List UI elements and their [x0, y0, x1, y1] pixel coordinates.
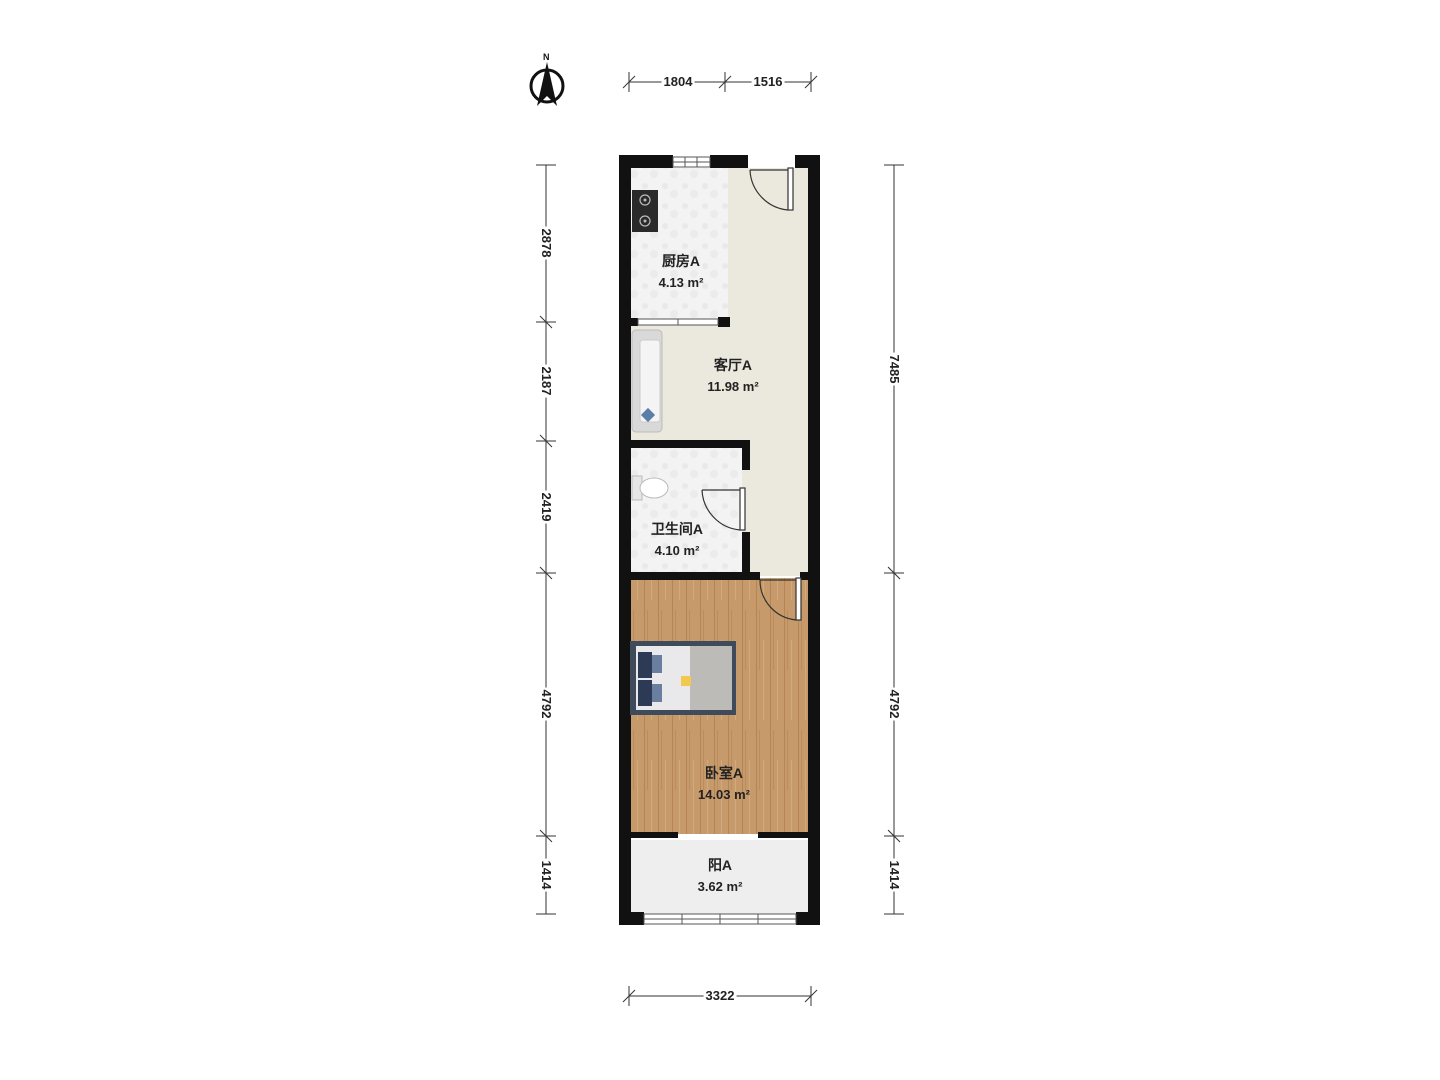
room-label-kitchen: 厨房A 4.13 m² [659, 251, 704, 290]
room-name: 卧室A [704, 765, 744, 781]
room-area: 14.03 m² [697, 787, 751, 802]
bathroom-floor [630, 446, 742, 572]
walls [619, 155, 820, 925]
room-area: 4.10 m² [654, 543, 700, 558]
sliding-door-kitchen [637, 318, 719, 326]
room-area: 11.98 m² [707, 379, 759, 394]
sofa-icon [631, 329, 663, 433]
dimension-left-3: 2419 [539, 490, 554, 524]
north-arrow-icon [529, 62, 565, 106]
dimension-left-4: 4792 [539, 687, 554, 721]
entry-door [749, 167, 794, 211]
window-north [672, 156, 711, 168]
room-area: 3.62 m² [697, 879, 743, 894]
room-name: 阳A [707, 857, 733, 873]
room-name: 客厅A [713, 357, 753, 373]
bed-icon [630, 641, 736, 715]
bathroom-door [701, 487, 746, 531]
bedroom-door [759, 577, 802, 621]
room-area: 4.13 m² [658, 275, 704, 290]
dimension-left-1: 2878 [539, 226, 554, 260]
dimension-left-5: 1414 [539, 858, 554, 892]
dimension-top-1: 1804 [661, 74, 695, 89]
toilet-icon [631, 475, 669, 501]
dimension-right-1: 7485 [887, 352, 902, 386]
room-label-bedroom: 卧室A 14.03 m² [698, 763, 750, 802]
stove-icon [632, 190, 658, 232]
dimension-right-2: 4792 [887, 687, 902, 721]
dimension-top-2: 1516 [751, 74, 785, 89]
room-label-bathroom: 卫生间A 4.10 m² [651, 519, 703, 558]
window-south [643, 913, 797, 925]
room-name: 厨房A [661, 253, 701, 269]
dimension-left-2: 2187 [539, 364, 554, 398]
dimension-bottom-1: 3322 [703, 988, 737, 1003]
north-label: N [543, 52, 550, 62]
dimension-right-3: 1414 [887, 858, 902, 892]
room-label-balcony: 阳A 3.62 m² [698, 855, 743, 894]
balcony-floor [630, 840, 808, 914]
room-name: 卫生间A [650, 521, 704, 537]
room-label-living: 客厅A 11.98 m² [707, 355, 758, 394]
